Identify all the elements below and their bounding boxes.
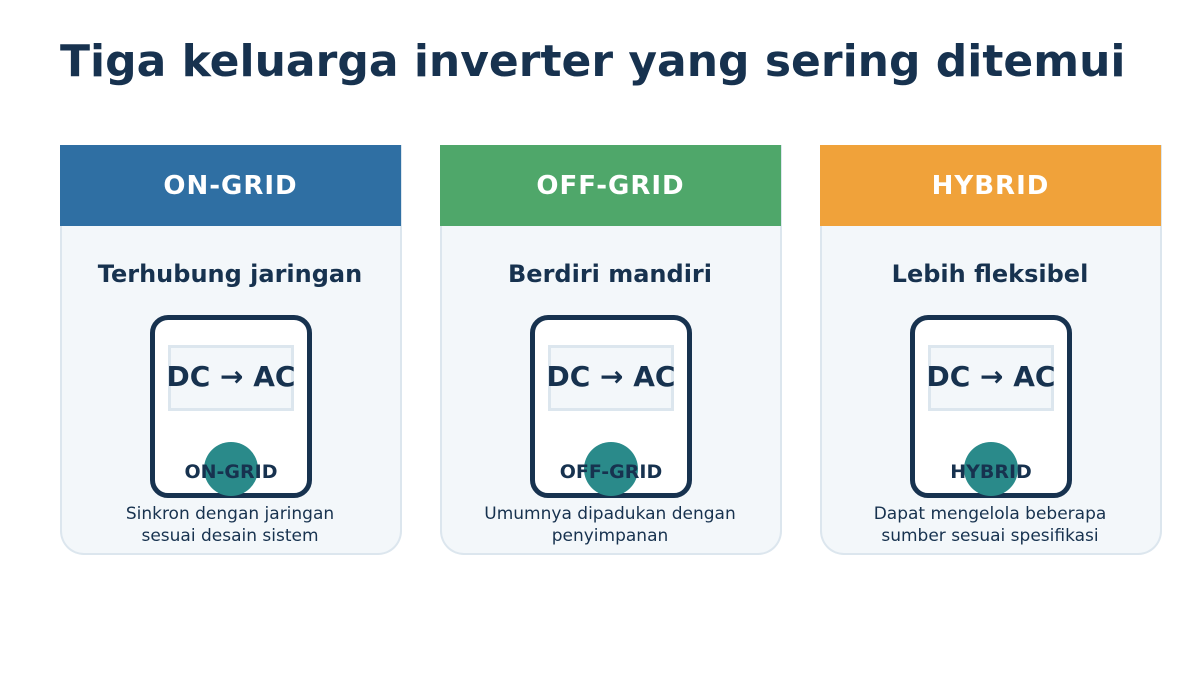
- card-on-grid: ON-GRID Terhubung jaringan DC → AC ON-GR…: [60, 145, 402, 555]
- status-dot: [964, 442, 1018, 496]
- card-subtitle: Berdiri mandiri: [508, 260, 712, 288]
- description-line: Umumnya dipadukan dengan: [484, 504, 736, 524]
- description-line: Dapat mengelola beberapa: [873, 504, 1107, 524]
- device-label: ON-GRID: [184, 461, 278, 483]
- card-subtitle: Lebih fleksibel: [891, 260, 1089, 288]
- status-dot: [204, 442, 258, 496]
- inverter-device-icon: DC → AC ON-GRID: [150, 315, 312, 498]
- description-line: Sinkron dengan jaringan: [125, 504, 335, 524]
- device-label: HYBRID: [950, 461, 1032, 483]
- device-label: OFF-GRID: [559, 461, 663, 483]
- description-line: penyimpanan: [551, 526, 669, 546]
- conversion-label: DC → AC: [166, 360, 296, 393]
- description-line: sesuai desain sistem: [141, 526, 319, 546]
- inverter-screen: [928, 345, 1054, 411]
- conversion-label: DC → AC: [546, 360, 676, 393]
- card-description: Dapat mengelola beberapa sumber sesuai s…: [830, 503, 1150, 547]
- page-title: Tiga keluarga inverter yang sering ditem…: [60, 36, 1126, 87]
- card-header: HYBRID: [820, 145, 1161, 226]
- card-off-grid: OFF-GRID Berdiri mandiri DC → AC OFF-GRI…: [440, 145, 782, 555]
- conversion-label: DC → AC: [926, 360, 1056, 393]
- inverter-device-icon: DC → AC HYBRID: [910, 315, 1072, 498]
- card-header: ON-GRID: [60, 145, 401, 226]
- card-header: OFF-GRID: [440, 145, 781, 226]
- inverter-device-icon: DC → AC OFF-GRID: [530, 315, 692, 498]
- card-description: Umumnya dipadukan dengan penyimpanan: [450, 503, 770, 547]
- card-hybrid: HYBRID Lebih fleksibel DC → AC HYBRID Da…: [820, 145, 1162, 555]
- inverter-screen: [168, 345, 294, 411]
- description-line: sumber sesuai spesifikasi: [881, 526, 1099, 546]
- inverter-screen: [548, 345, 674, 411]
- status-dot: [584, 442, 638, 496]
- card-description: Sinkron dengan jaringan sesuai desain si…: [70, 503, 390, 547]
- card-subtitle: Terhubung jaringan: [97, 260, 363, 288]
